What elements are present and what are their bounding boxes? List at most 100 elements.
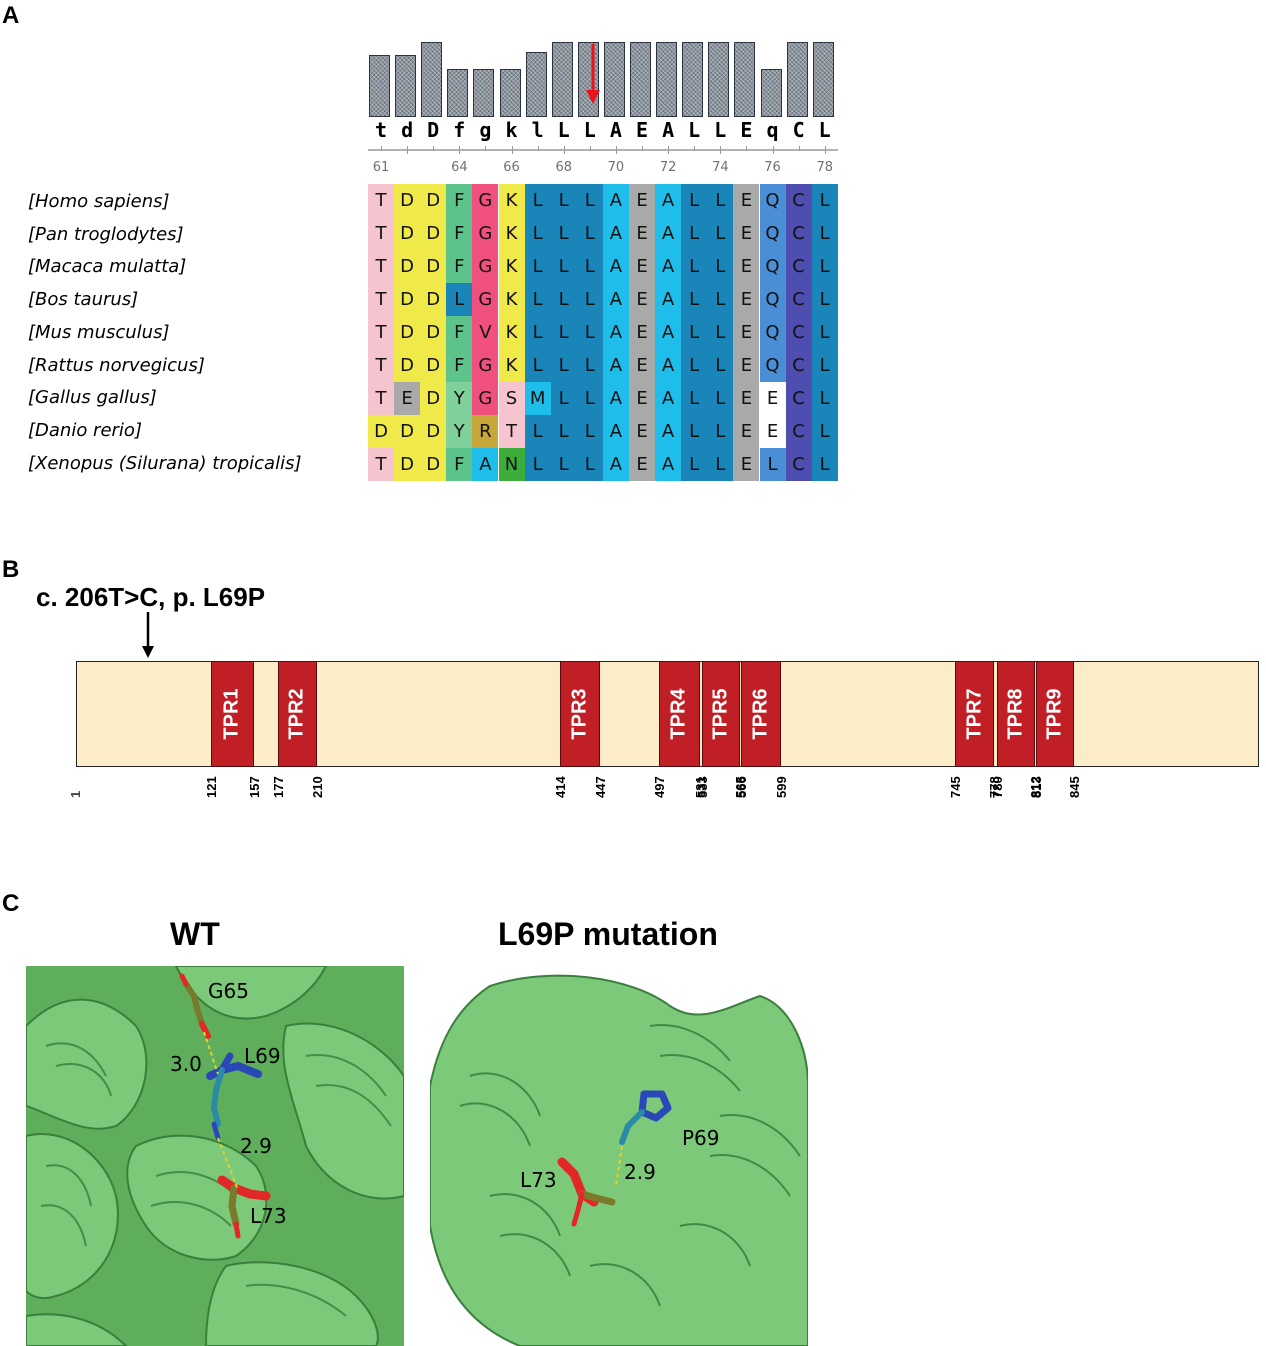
conservation-bar xyxy=(734,42,756,117)
alignment-cell: A xyxy=(655,283,682,316)
alignment-cell: E xyxy=(629,184,655,217)
alignment-cell: E xyxy=(629,283,655,316)
wt-structure-image xyxy=(26,966,404,1346)
species-name: [Homo sapiens] xyxy=(28,191,170,212)
alignment-cell: T xyxy=(368,184,394,217)
alignment-cell: L xyxy=(681,250,708,283)
alignment-cell: T xyxy=(368,349,394,382)
alignment-cell: A xyxy=(602,349,629,382)
species-name: [Danio rerio] xyxy=(28,419,142,441)
consensus-letter: f xyxy=(453,118,466,142)
alignment-cell: L xyxy=(576,283,603,316)
residue-tick-label: 780 xyxy=(989,776,1005,798)
conservation-bar xyxy=(656,42,678,117)
alignment-cell: L xyxy=(811,382,838,415)
alignment-cell: T xyxy=(368,316,394,349)
wt-label-g65: G65 xyxy=(208,979,249,1003)
alignment-cell: D xyxy=(394,316,421,349)
alignment-cell: L xyxy=(576,349,603,382)
alignment-cell: A xyxy=(472,448,499,481)
consensus-letter: C xyxy=(792,118,805,142)
alignment-cell: T xyxy=(368,217,394,250)
alignment-cell: D xyxy=(368,415,394,448)
position-ruler xyxy=(368,146,838,156)
alignment-cell: L xyxy=(707,382,734,415)
ruler-tick xyxy=(720,146,722,154)
alignment-cell: L xyxy=(707,415,734,448)
alignment-cell: D xyxy=(420,415,447,448)
alignment-cell: L xyxy=(524,349,551,382)
conservation-bar xyxy=(395,55,417,117)
alignment-cell: D xyxy=(420,250,447,283)
alignment-cell: L xyxy=(550,382,577,415)
species-name: [Mus musculus] xyxy=(28,321,170,343)
alignment-cell: L xyxy=(811,250,838,283)
alignment-cell: R xyxy=(472,415,499,448)
species-name: [Gallus gallus] xyxy=(28,387,157,409)
alignment-cell: F xyxy=(446,349,473,382)
consensus-letter: l xyxy=(531,118,544,142)
alignment-cell: A xyxy=(655,415,682,448)
alignment-cell: L xyxy=(811,349,838,382)
alignment-cell: L xyxy=(576,316,603,349)
alignment-cell: G xyxy=(472,217,499,250)
wt-distance-1: 3.0 xyxy=(170,1052,202,1076)
alignment-cell: D xyxy=(420,382,447,415)
alignment-cell: E xyxy=(733,415,760,448)
residue-tick-label: 599 xyxy=(773,776,789,798)
species-name: [Rattus norvegicus] xyxy=(28,354,205,376)
alignment-cell: T xyxy=(368,250,394,283)
tpr-domain: TPR3 xyxy=(560,661,600,767)
mut-label-p69: P69 xyxy=(682,1126,720,1150)
position-label: 64 xyxy=(451,160,468,175)
consensus-letter: d xyxy=(401,118,414,142)
alignment-cell: D xyxy=(394,283,421,316)
alignment-cell: D xyxy=(394,217,421,250)
consensus-letter: L xyxy=(583,118,596,142)
mutation-site-arrow xyxy=(583,42,603,106)
species-name: [Pan troglodytes] xyxy=(28,223,184,245)
alignment-cell: Q xyxy=(759,283,786,316)
alignment-cell: K xyxy=(498,283,525,316)
alignment-cell: L xyxy=(550,250,577,283)
alignment-cell: Q xyxy=(759,250,786,283)
ruler-tick xyxy=(381,146,383,151)
mutation-title: L69P mutation xyxy=(498,916,718,952)
tpr-domain: TPR7 xyxy=(954,661,995,767)
alignment-cell: E xyxy=(733,217,760,250)
alignment-cell: L xyxy=(524,250,551,283)
down-arrow-icon xyxy=(142,612,154,658)
wt-title: WT xyxy=(170,916,220,952)
alignment-cell: L xyxy=(707,283,734,316)
alignment-cell: F xyxy=(446,250,473,283)
species-name: [Xenopus (Silurana) tropicalis] xyxy=(28,452,302,474)
tpr-domain: TPR1 xyxy=(211,661,254,767)
alignment-cell: L xyxy=(550,349,577,382)
ruler-tick xyxy=(824,146,826,154)
tpr-domain: TPR4 xyxy=(659,661,700,767)
tpr-domain-label: TPR5 xyxy=(709,688,732,740)
alignment-cell: E xyxy=(759,382,786,415)
alignment-cell: Q xyxy=(759,184,786,217)
alignment-cell: K xyxy=(498,316,525,349)
conservation-bar xyxy=(369,55,390,117)
tpr-domain-label: TPR8 xyxy=(1004,688,1027,740)
alignment-cell: Q xyxy=(759,316,786,349)
conservation-histogram xyxy=(368,30,838,117)
ruler-tick xyxy=(642,146,644,151)
alignment-cell: L xyxy=(576,250,603,283)
alignment-cell: G xyxy=(472,283,499,316)
alignment-cell: K xyxy=(498,217,525,250)
position-label: 70 xyxy=(607,160,625,175)
alignment-cell: A xyxy=(602,382,629,415)
alignment-cell: L xyxy=(576,415,603,448)
ruler-tick xyxy=(615,146,617,154)
species-name: [Macaca mulatta] xyxy=(28,256,187,278)
alignment-cell: A xyxy=(655,250,682,283)
alignment-cell: E xyxy=(733,283,760,316)
position-label: 74 xyxy=(712,160,729,175)
conservation-bar xyxy=(525,52,547,117)
alignment-cell: D xyxy=(420,316,447,349)
alignment-cell: L xyxy=(681,184,708,217)
conservation-bar xyxy=(499,69,521,117)
